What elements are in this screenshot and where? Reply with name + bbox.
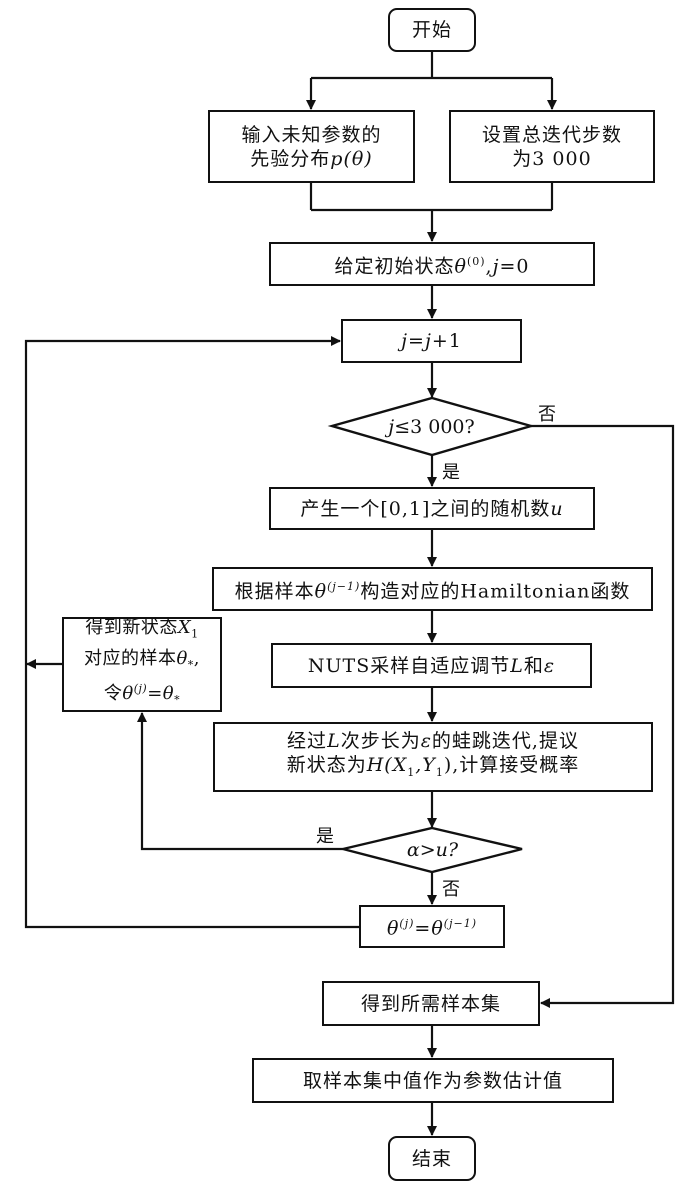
decision-iter-node: j≤3 000?: [332, 398, 531, 455]
accept-yes-label: 是: [316, 826, 334, 847]
hamiltonian-text: 根据样本θ(j−1)构造对应的Hamiltonian函数: [235, 575, 631, 603]
new-state-node: 得到新状态X1 对应的样本θ*, 令θ(j)=θ*: [62, 617, 222, 712]
dec-j: j: [388, 415, 395, 438]
get-samples-node: 得到所需样本集: [322, 981, 540, 1026]
nuts-text: NUTS采样自适应调节L和ε: [308, 654, 555, 678]
decision-accept-text: α>u?: [406, 839, 459, 861]
lf-l2-a: 新状态为: [286, 754, 367, 777]
keep-state-node: θ(j)=θ(j−1): [359, 905, 505, 948]
init-j: j: [492, 255, 500, 278]
init-eq: =0: [499, 255, 530, 278]
init-comma: ,: [485, 255, 493, 278]
leapfrog-line1: 经过L次步长为ε的蛙跳迭代,提议: [287, 729, 579, 753]
start-label: 开始: [411, 19, 452, 41]
ns-l2-theta: θ: [176, 647, 188, 669]
ham-sup: (j−1): [327, 579, 361, 593]
keep-state-text: θ(j)=θ(j−1): [387, 912, 477, 940]
lf-l1-L: L: [327, 730, 341, 753]
ks-theta2: θ: [431, 917, 444, 940]
ns-l1-sub: 1: [191, 627, 199, 641]
ns-l2-text: 对应的样本: [83, 647, 177, 669]
start-node: 开始: [388, 8, 476, 52]
nuts-prefix: NUTS采样自适应调节: [307, 654, 511, 677]
lf-l1-a: 经过: [287, 730, 328, 753]
hamiltonian-node: 根据样本θ(j−1)构造对应的Hamiltonian函数: [212, 567, 653, 611]
random-u-node: 产生一个[0,1]之间的随机数u: [269, 487, 595, 530]
ns-l3-theta: θ: [122, 683, 134, 705]
ns-l3-eq: =: [147, 683, 163, 705]
leapfrog-line2: 新状态为H(X1,Y1),计算接受概率: [287, 753, 580, 785]
set-iterations-node: 设置总迭代步数 为3 000: [449, 110, 655, 183]
lf-l2-b: ,计算接受概率: [452, 754, 580, 777]
iter-yes-label: 是: [442, 462, 460, 483]
get-samples-label: 得到所需样本集: [360, 992, 501, 1015]
ham-suffix: 构造对应的Hamiltonian函数: [360, 580, 631, 603]
ks-sup1: (j): [399, 917, 415, 931]
lf-l2-close: ): [443, 754, 453, 777]
increment-text: j=j+1: [401, 329, 462, 353]
nuts-eps: ε: [543, 654, 556, 677]
random-var: u: [550, 497, 564, 520]
lf-l2-H: H(X: [366, 754, 408, 777]
input-prior-line2-text: 先验分布: [250, 147, 331, 170]
lf-l2-Y: ,Y: [415, 754, 436, 777]
new-state-line3: 令θ(j)=θ*: [104, 677, 180, 713]
random-u-text: 产生一个[0,1]之间的随机数u: [300, 497, 563, 521]
leapfrog-node: 经过L次步长为ε的蛙跳迭代,提议 新状态为H(X1,Y1),计算接受概率: [213, 722, 653, 792]
end-label: 结束: [411, 1147, 452, 1170]
ham-prefix: 根据样本: [234, 580, 315, 603]
ns-l1-X: X: [177, 617, 192, 639]
set-iterations-line1: 设置总迭代步数: [481, 123, 622, 146]
ns-l3-sub: *: [174, 693, 181, 707]
ns-l2-sub: *: [187, 658, 194, 672]
nuts-node: NUTS采样自适应调节L和ε: [271, 643, 592, 688]
prior-math: p(θ): [330, 147, 373, 170]
edge-accept-yes: [137, 712, 343, 851]
ham-theta: θ: [314, 580, 328, 603]
new-state-line1: 得到新状态X1: [85, 616, 198, 647]
decision-iter-text: j≤3 000?: [388, 416, 474, 438]
decision-accept-node: α>u?: [343, 828, 522, 872]
nuts-L: L: [510, 654, 524, 677]
inc-j1: j: [401, 330, 409, 352]
inc-eq: =: [408, 330, 425, 352]
increment-node: j=j+1: [341, 319, 522, 363]
dec-rest: ≤3 000?: [394, 415, 475, 438]
end-node: 结束: [388, 1136, 476, 1181]
ns-l1-text: 得到新状态: [85, 617, 178, 639]
lf-l1-c: 的蛙跳迭代,提议: [431, 730, 579, 753]
edge-keep-loop: [24, 336, 359, 929]
lf-l1-b: 次步长为: [340, 730, 421, 753]
edge-iter-no: [531, 424, 675, 1008]
inc-rest: +1: [431, 330, 462, 352]
input-prior-line2: 先验分布p(θ): [250, 147, 372, 171]
random-prefix: 产生一个[0,1]之间的随机数: [300, 497, 551, 520]
input-prior-line1: 输入未知参数的: [241, 123, 382, 146]
new-state-line2: 对应的样本θ*,: [84, 647, 200, 678]
median-estimate-node: 取样本集中值作为参数估计值: [252, 1058, 614, 1103]
ns-l2-end: ,: [193, 647, 201, 669]
init-state-node: 给定初始状态θ(0),j=0: [269, 242, 595, 286]
ks-eq: =: [414, 917, 432, 940]
inc-j2: j: [424, 330, 432, 352]
lf-l2-sub1: 1: [407, 765, 416, 779]
init-state-text: 给定初始状态θ(0),j=0: [334, 250, 529, 278]
ns-l3-text: 令: [103, 683, 123, 705]
init-sup: (0): [466, 254, 486, 268]
ns-l3-theta2: θ: [162, 683, 175, 705]
accept-no-label: 否: [442, 879, 460, 900]
set-iterations-line2: 为3 000: [512, 147, 592, 170]
ks-theta: θ: [386, 917, 400, 940]
ks-sup2: (j−1): [443, 917, 478, 931]
input-prior-node: 输入未知参数的 先验分布p(θ): [208, 110, 415, 183]
iter-no-label: 否: [538, 404, 556, 425]
lf-l1-eps: ε: [420, 730, 432, 753]
median-estimate-label: 取样本集中值作为参数估计值: [302, 1069, 563, 1092]
init-theta: θ: [454, 255, 467, 278]
lf-l2-sub2: 1: [435, 765, 444, 779]
ns-l3-sup: (j): [133, 682, 148, 696]
nuts-and: 和: [523, 654, 544, 677]
init-prefix: 给定初始状态: [334, 255, 455, 278]
